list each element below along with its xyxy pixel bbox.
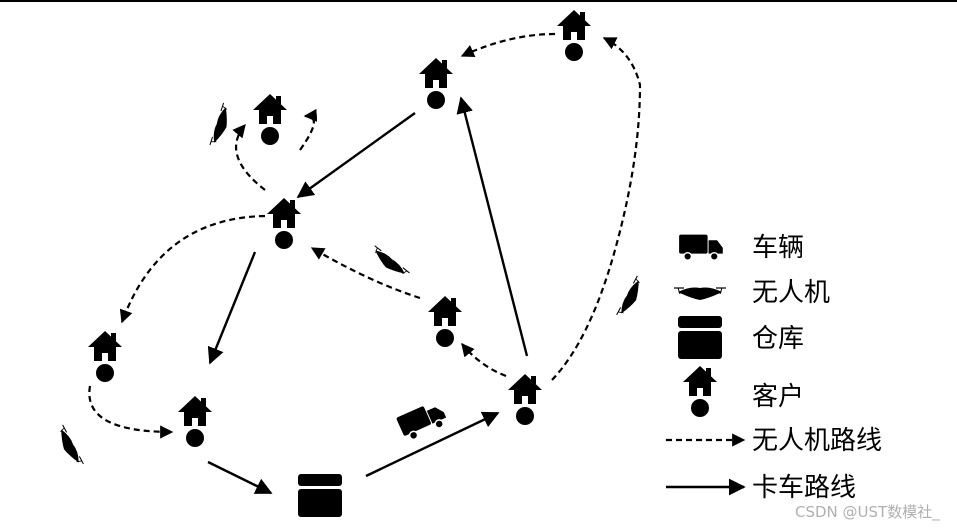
customer-middle: [428, 296, 462, 347]
legend-drone-icon: [673, 286, 727, 301]
drone-route-top-to-m: [299, 108, 318, 151]
drone-route-c-to-ne: [551, 37, 642, 381]
drone-icon-left-top: [209, 102, 234, 149]
drone-route-w-to-l: [88, 385, 174, 439]
legend-truck-route-label: 卡车路线: [752, 473, 856, 503]
legend-depot-label: 仓库: [752, 324, 804, 354]
truck-route-c-to-n: [456, 96, 529, 357]
legend-truck-icon: [678, 233, 724, 261]
legend-depot-icon: [678, 316, 722, 359]
truck-route-n-to-m: [296, 112, 416, 198]
customer-top-right: [557, 10, 591, 61]
watermark-text: CSDN @UST数模社_: [795, 503, 940, 522]
truck-route-l-to-depot: [207, 460, 273, 495]
legend-drone-route-label: 无人机路线: [752, 426, 882, 456]
customer-top-left: [253, 94, 287, 145]
truck-route-depot-to-c: [365, 411, 500, 478]
drone-routes: [88, 32, 642, 439]
legend-customer-label: 客户: [752, 382, 804, 412]
customer-south-west: [178, 396, 212, 447]
customer-north: [419, 58, 453, 109]
customer-west: [88, 331, 122, 382]
legend-vehicle-label: 车辆: [752, 233, 804, 263]
drone-icon-middle: [367, 244, 411, 282]
drone-route-mid-to-m: [310, 247, 421, 300]
drone-route-c-to-mid: [461, 342, 507, 378]
truck-icon: [395, 398, 450, 444]
customer-center: [267, 198, 301, 249]
legend-customer-icon: [683, 366, 717, 417]
depot-icon: [298, 474, 342, 517]
legend-drone-label: 无人机: [752, 278, 830, 308]
customer-east: [508, 374, 542, 425]
drone-route-ne-to-n: [460, 32, 556, 58]
drone-route-m-to-w: [119, 214, 266, 324]
legend: 车辆 无人机 仓库 客户 无人机路线 卡车路线: [666, 233, 882, 503]
drone-icon-bottom-left: [53, 424, 85, 470]
drone-icon-right: [615, 275, 647, 321]
truck-routes: [207, 96, 529, 495]
truck-route-m-to-l: [207, 251, 257, 365]
drone-route-m-to-top: [232, 123, 266, 191]
